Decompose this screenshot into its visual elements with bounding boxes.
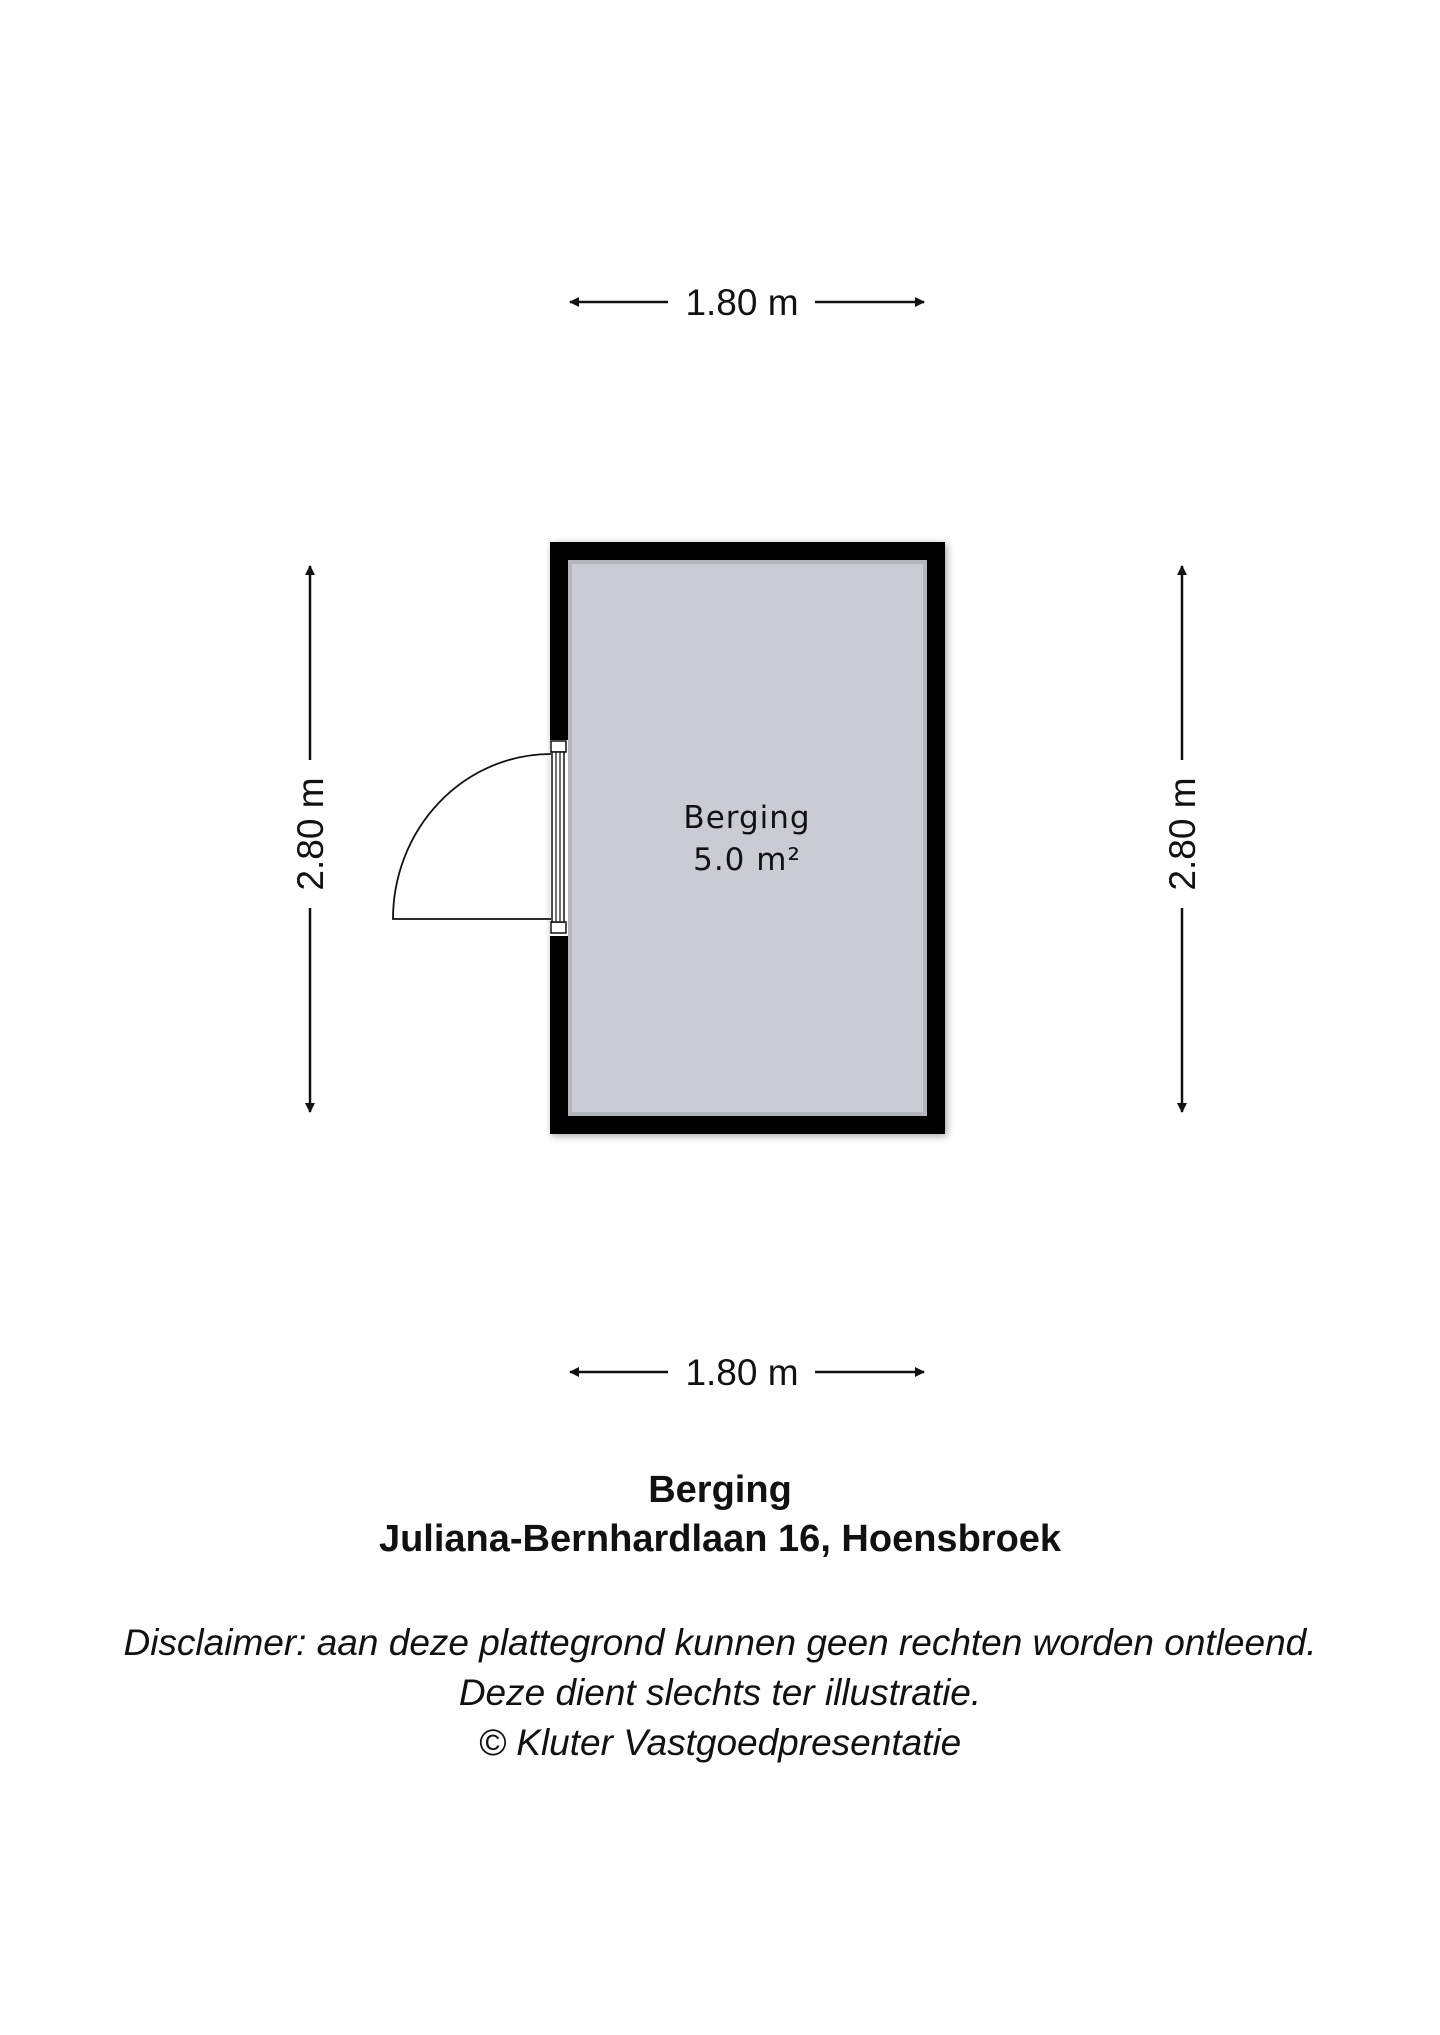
dimension-right: 2.80 m — [1162, 565, 1203, 1113]
disclaimer-line-1: Disclaimer: aan deze plattegrond kunnen … — [123, 1622, 1317, 1663]
dimension-left-label: 2.80 m — [290, 777, 331, 890]
dimension-bottom-label: 1.80 m — [685, 1352, 798, 1393]
caption-address: Juliana-Bernhardlaan 16, Hoensbroek — [378, 1518, 1062, 1560]
dimension-top-label: 1.80 m — [685, 282, 798, 323]
dimension-left: 2.80 m — [290, 565, 331, 1113]
dimension-right-label: 2.80 m — [1162, 777, 1203, 890]
disclaimer-line-2: Deze dient slechts ter illustratie. — [458, 1672, 982, 1713]
caption-title: Berging — [648, 1469, 792, 1511]
floorplan-drawing: 1.80 m 1.80 m 2.80 m 2.80 m Berging 5.0 … — [290, 282, 1203, 1393]
room-name: Berging — [683, 800, 810, 836]
disclaimer-copyright: © Kluter Vastgoedpresentatie — [478, 1722, 962, 1763]
room-area: 5.0 m² — [693, 842, 801, 878]
door-swing-arc — [392, 753, 552, 920]
room-floor — [568, 560, 927, 1116]
dimension-top: 1.80 m — [569, 282, 925, 323]
disclaimer: Disclaimer: aan deze plattegrond kunnen … — [0, 1618, 1440, 1768]
door — [392, 740, 568, 936]
room-berging: Berging 5.0 m² — [550, 542, 947, 1136]
dimension-bottom: 1.80 m — [569, 1352, 925, 1393]
plan-caption: Berging Juliana-Bernhardlaan 16, Hoensbr… — [0, 1466, 1440, 1564]
